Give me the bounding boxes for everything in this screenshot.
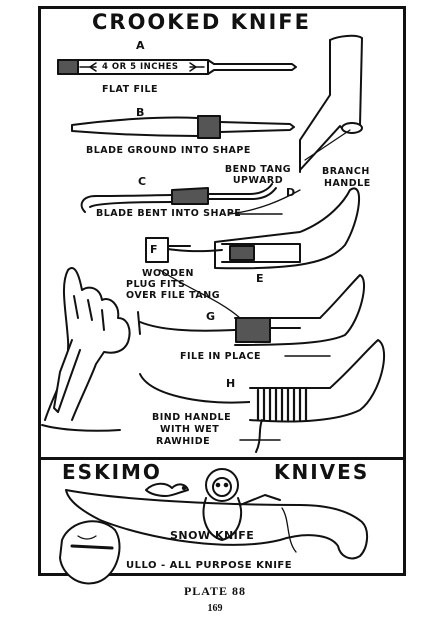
snow-knife-label: SNOW KNIFE <box>170 529 255 542</box>
snow-knife-drawing <box>65 489 368 560</box>
step-a-label: FLAT FILE <box>102 84 159 95</box>
step-h-label-2: WITH WET <box>160 424 220 435</box>
branch-handle-label-1: BRANCH <box>322 166 370 177</box>
blade-ground-drawing <box>71 115 295 139</box>
step-c-letter: C <box>138 175 147 188</box>
step-f-letter: F <box>150 243 158 256</box>
blade-bent-drawing <box>80 183 283 215</box>
step-f-label-1: WOODEN <box>142 268 194 279</box>
page-title: CROOKED KNIFE <box>92 10 311 34</box>
step-h-label-1: BIND HANDLE <box>152 412 232 423</box>
step-e-letter: E <box>256 272 264 285</box>
bound-handle-drawing <box>139 339 386 453</box>
step-a-measure: 4 OR 5 INCHES <box>102 62 179 73</box>
step-f-label-2: PLUG FITS <box>126 279 186 290</box>
step-a-letter: A <box>136 39 145 52</box>
section-divider <box>41 457 403 460</box>
eskimo-figure-drawing <box>202 468 281 541</box>
bird-drawing <box>145 482 189 497</box>
eskimo-title-left: ESKIMO <box>62 460 162 484</box>
step-c-label: BLADE BENT INTO SHAPE <box>96 208 242 219</box>
flat-file-drawing <box>57 59 297 75</box>
hand-drawing <box>41 267 131 432</box>
step-d-label: BEND TANG UPWARD <box>224 164 292 186</box>
step-g-letter: G <box>206 310 216 323</box>
branch-handle-drawing <box>299 34 363 173</box>
step-h-label-3: RAWHIDE <box>156 436 211 447</box>
ullo-label: ULLO - ALL PURPOSE KNIFE <box>126 560 293 571</box>
handle-e-drawing <box>145 187 361 270</box>
eskimo-title-right: KNIVES <box>274 460 370 484</box>
step-g-label: FILE IN PLACE <box>180 351 261 362</box>
file-in-place-drawing <box>137 274 365 357</box>
branch-handle-label-2: HANDLE <box>324 178 371 189</box>
step-h-letter: H <box>226 377 236 390</box>
step-b-label: BLADE GROUND INTO SHAPE <box>86 145 251 156</box>
step-d-letter: D <box>286 186 296 199</box>
step-b-letter: B <box>136 106 145 119</box>
plate-caption: PLATE 88 <box>183 584 247 598</box>
page-number: 169 <box>207 603 223 614</box>
step-f-label-3: OVER FILE TANG <box>126 290 221 301</box>
ullo-drawing <box>59 520 121 585</box>
